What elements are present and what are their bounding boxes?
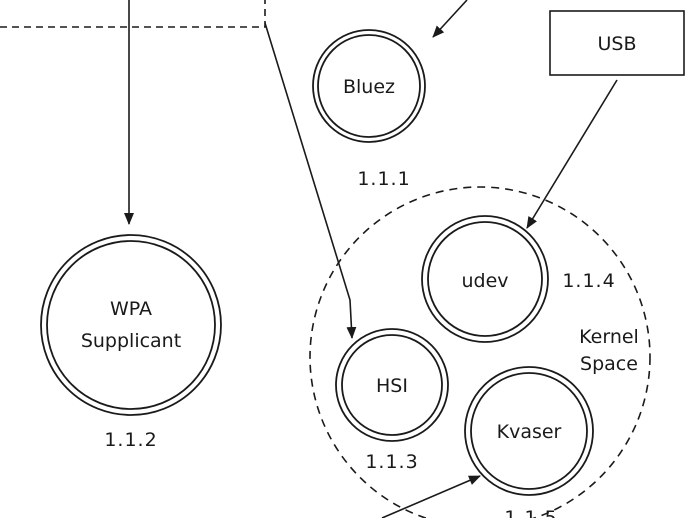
udev-node: udev: [421, 215, 549, 343]
hsi-node: HSI: [335, 328, 449, 442]
udev-number: 1.1.4: [562, 270, 615, 292]
arrow-to-kvaser: [381, 475, 481, 518]
kvaser-number: 1.1.5: [504, 507, 557, 518]
arrow-to-bluez: [432, 0, 468, 38]
udev-label: udev: [461, 270, 508, 292]
arrow-usb-to-udev: [526, 79, 618, 229]
bluez-node: Bluez: [312, 29, 426, 143]
hsi-number: 1.1.3: [365, 451, 418, 473]
kernel-space-boundary: [309, 186, 651, 518]
kernel-space-label-line1: Kernel: [579, 326, 639, 348]
partial-dashed-box: [0, 0, 266, 28]
kvaser-node: Kvaser: [464, 366, 594, 496]
usb-box: [549, 10, 685, 76]
wpa-supplicant-label-line2: Supplicant: [81, 330, 181, 352]
wpa-supplicant-number: 1.1.2: [104, 429, 157, 451]
hsi-label: HSI: [376, 375, 408, 397]
bluez-number: 1.1.1: [357, 168, 410, 190]
kvaser-label: Kvaser: [497, 421, 562, 443]
bluez-label: Bluez: [343, 76, 395, 98]
wpa-supplicant-node: WPA Supplicant: [40, 234, 222, 416]
kernel-space-label-line2: Space: [580, 353, 638, 375]
usb-label: USB: [597, 33, 636, 55]
arrow-to-hsi: [264, 22, 357, 339]
wpa-supplicant-label-line1: WPA: [110, 298, 152, 320]
